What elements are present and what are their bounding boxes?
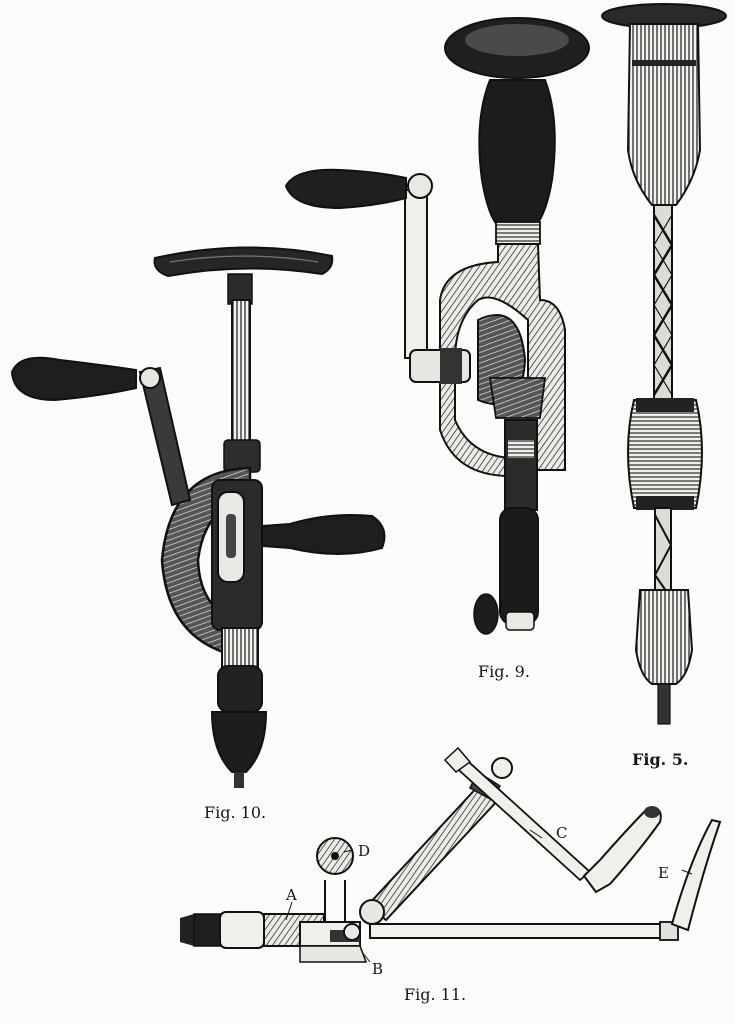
- fig5-chuck: [634, 589, 694, 685]
- fig11-label-d: D: [358, 842, 370, 860]
- fig10-caption: Fig. 10.: [204, 803, 267, 822]
- fig11-label-c: C: [556, 824, 567, 842]
- fig9-hand-drill: [284, 17, 590, 635]
- fig10-breast-drill: [10, 246, 386, 788]
- fig5-barrel-nut: [627, 399, 703, 509]
- fig11-sectional-drill: A B C D E: [180, 746, 722, 978]
- fig5-handle: [626, 23, 702, 206]
- fig5-caption: Fig. 5.: [632, 750, 689, 769]
- fig9-crank-handle: [284, 168, 407, 210]
- fig11-handle-e: [670, 818, 722, 932]
- fig10-side-handle: [261, 514, 386, 555]
- fig11-label-e: E: [658, 864, 669, 882]
- fig11-label-a: A: [285, 886, 297, 904]
- fig5-spiral-drill: [601, 3, 727, 725]
- fig11-caption: Fig. 11.: [404, 985, 467, 1004]
- breast-plate: [153, 246, 334, 278]
- fig9-handle: [478, 79, 556, 227]
- fig11-twisted-rod: [366, 780, 502, 922]
- fig9-caption: Fig. 9.: [478, 662, 530, 681]
- fig10-chuck: [210, 711, 268, 773]
- fig11-label-b: B: [372, 960, 383, 978]
- fig10-crank-handle: [10, 356, 137, 402]
